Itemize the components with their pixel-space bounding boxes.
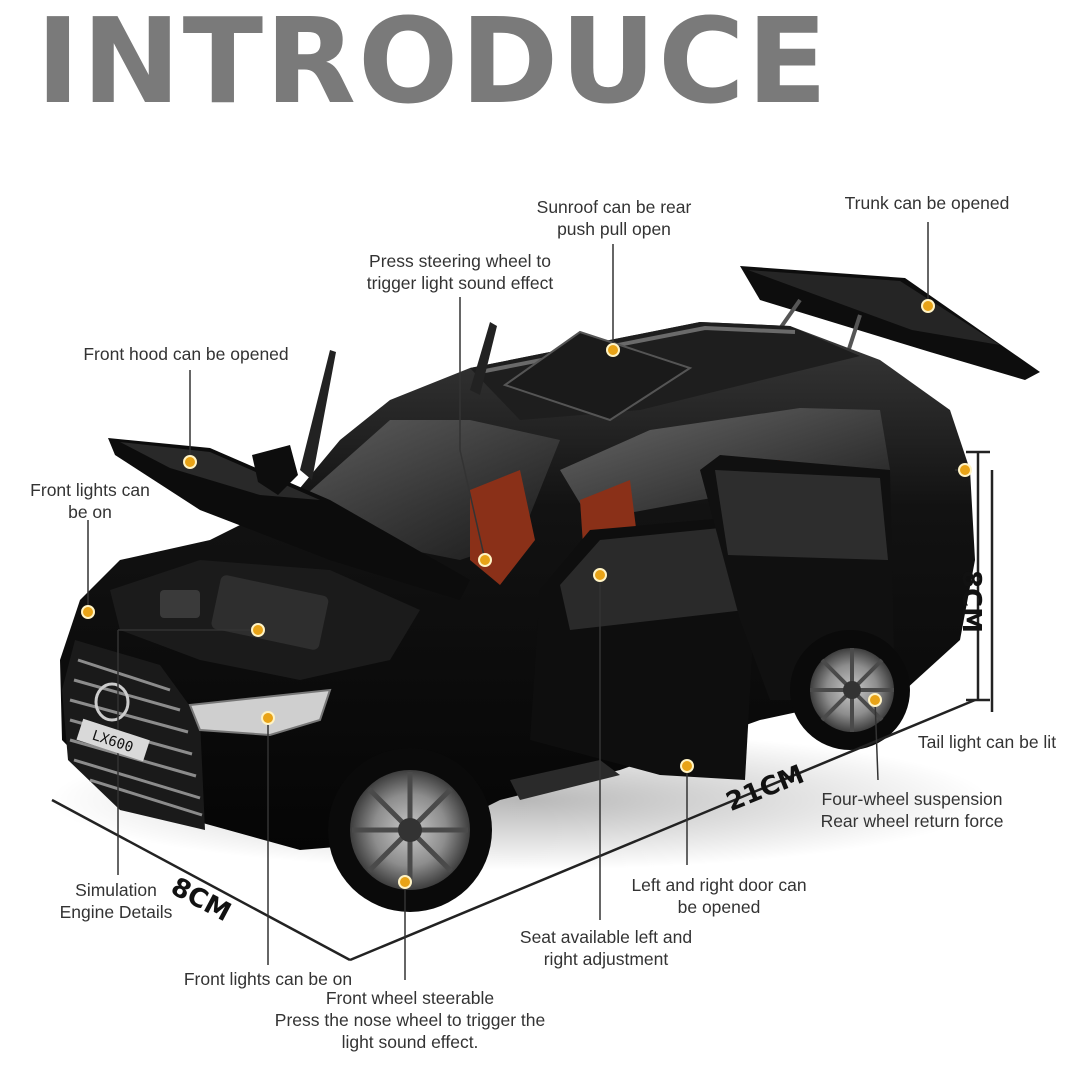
front-wheel — [328, 748, 492, 912]
label-hood: Front hood can be opened — [83, 344, 289, 364]
label-engine: Simulation Engine Details — [59, 880, 173, 922]
label-front-wheel: Front wheel steerable Press the nose whe… — [274, 988, 546, 1052]
trunk-lid — [740, 266, 1040, 380]
label-seat: Seat available left and right adjustment — [519, 927, 693, 969]
dimension-height: 8CM — [956, 570, 986, 634]
rear-wheel — [790, 630, 910, 750]
label-tail-light: Tail light can be lit — [917, 732, 1057, 752]
label-doors: Left and right door can be opened — [631, 875, 807, 917]
hotspot-steering — [478, 553, 492, 567]
dimension-lines — [51, 450, 994, 962]
hotspot-tail-light — [958, 463, 972, 477]
label-trunk: Trunk can be opened — [844, 193, 1010, 213]
hotspot-seat — [593, 568, 607, 582]
car-body — [60, 322, 975, 850]
hotspot-front-wheel — [398, 875, 412, 889]
label-front-lights-top: Front lights can be on — [30, 480, 150, 522]
hotspot-hood — [183, 455, 197, 469]
hotspot-sunroof — [606, 343, 620, 357]
hotspot-front-lights-bottom — [261, 711, 275, 725]
hotspot-dots — [81, 299, 972, 889]
label-steering: Press steering wheel to trigger light so… — [366, 251, 554, 293]
page-title: INTRODUCE — [36, 0, 830, 130]
hotspot-door — [680, 759, 694, 773]
hotspot-front-lights-top — [81, 605, 95, 619]
leader-lines — [87, 222, 968, 980]
label-suspension: Four-wheel suspension Rear wheel return … — [820, 789, 1004, 831]
hotspot-trunk — [921, 299, 935, 313]
hotspot-suspension — [868, 693, 882, 707]
label-sunroof: Sunroof can be rear push pull open — [536, 197, 692, 239]
label-front-lights-bottom: Front lights can be on — [183, 969, 353, 989]
hotspot-engine — [251, 623, 265, 637]
